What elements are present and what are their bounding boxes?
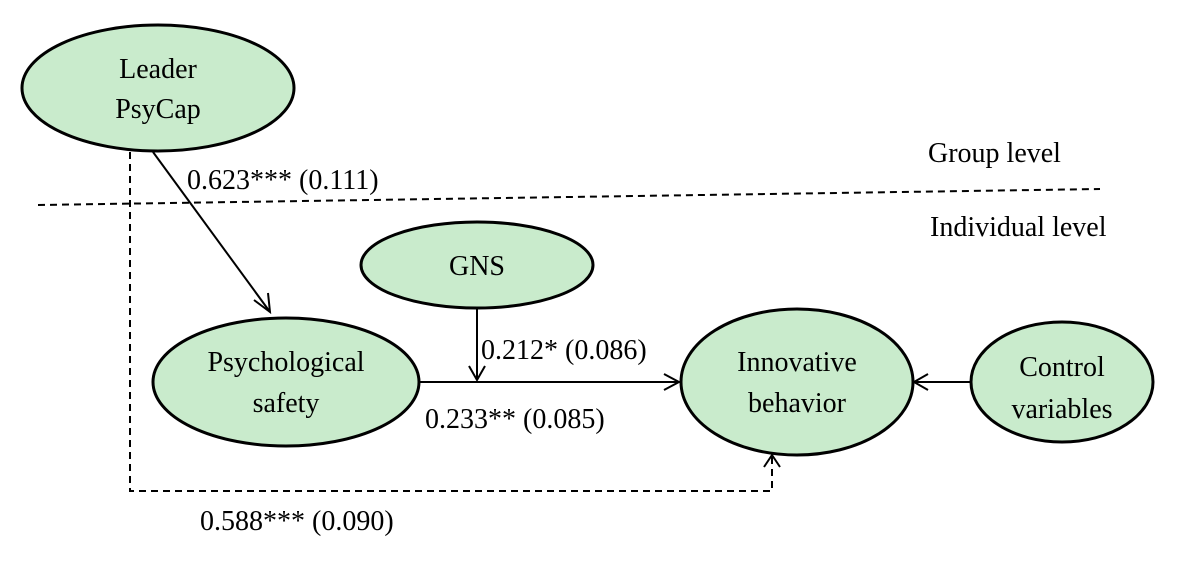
node-control-variables-line1: Control: [1019, 352, 1105, 383]
level-divider: [37, 188, 1101, 206]
node-control-variables: Control variables: [969, 320, 1155, 444]
node-gns-label: GNS: [449, 251, 505, 282]
direct-effect-arrowhead: [763, 453, 781, 468]
node-psychological-safety: Psychological safety: [151, 316, 421, 448]
node-innovative-behavior-line1: Innovative: [737, 347, 857, 378]
group-level-label: Group level: [928, 138, 1061, 169]
node-innovative-behavior-line2: behavior: [748, 388, 847, 419]
safety-to-innovative-coefficient: 0.233** (0.085): [425, 404, 605, 435]
direct-effect-path: [129, 152, 773, 492]
gns-moderation-arrowhead: [468, 365, 486, 383]
node-leader-psycap-line1: Leader: [119, 54, 197, 85]
gns-moderation-coefficient: 0.212* (0.086): [481, 335, 647, 366]
node-psychological-safety-line2: safety: [253, 388, 320, 419]
node-control-variables-line2: variables: [1011, 394, 1112, 425]
node-leader-psycap-line2: PsyCap: [115, 94, 201, 125]
direct-effect-coefficient: 0.588*** (0.090): [200, 506, 394, 537]
node-gns: GNS: [359, 220, 595, 310]
node-innovative-behavior: Innovative behavior: [679, 307, 915, 457]
leader-to-safety-path: [152, 151, 271, 313]
individual-level-label: Individual level: [930, 212, 1107, 243]
node-psychological-safety-line1: Psychological: [207, 347, 364, 378]
leader-to-safety-arrowhead: [253, 292, 272, 315]
node-leader-psycap: Leader PsyCap: [20, 23, 296, 153]
safety-to-innovative-arrowhead: [663, 373, 682, 391]
leader-to-safety-coefficient: 0.623*** (0.111): [187, 165, 379, 196]
